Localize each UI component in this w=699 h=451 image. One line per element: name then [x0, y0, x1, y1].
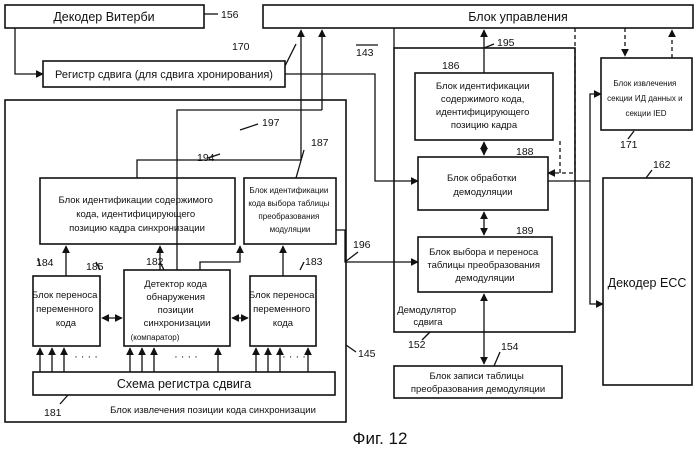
ref-188: 188 — [516, 146, 534, 158]
ref-186: 186 — [442, 60, 460, 72]
ref-156: 156 — [221, 9, 239, 21]
ref-171: 171 — [620, 139, 638, 151]
ref-181: 181 — [44, 407, 62, 419]
ref-189: 189 — [516, 225, 534, 237]
ref-143: 143 — [356, 47, 374, 59]
shift-register-timing-label: Регистр сдвига (для сдвига хронирования) — [55, 69, 273, 81]
figure-caption: Фиг. 12 — [353, 429, 408, 448]
comparator-sublabel: (компаратор) — [131, 333, 180, 342]
ref-185: 185 — [86, 261, 104, 273]
ref-170: 170 — [232, 41, 250, 53]
bus-dots-right: · · · · — [282, 351, 306, 363]
shift-register-circuit-label: Схема регистра сдвига — [117, 377, 251, 391]
ref-145: 145 — [358, 348, 376, 360]
bus-dots-middle: · · · · — [174, 351, 198, 363]
ref-184: 184 — [36, 257, 54, 269]
ref-194: 194 — [197, 152, 215, 164]
ref-162: 162 — [653, 159, 671, 171]
ecc-decoder-label: Декодер ECC — [608, 276, 687, 290]
ref-187: 187 — [311, 137, 329, 149]
extraction-block-caption: Блок извлечения позиции кода синхронизац… — [110, 405, 316, 416]
processing-to-id-extraction-arrow — [590, 94, 601, 181]
ref-183: 183 — [305, 256, 323, 268]
viterbi-decoder-label: Декодер Витерби — [53, 10, 154, 24]
frame-sync-id-block-label: Блок идентификации содержимого кода, иде… — [58, 195, 215, 234]
ref-152: 152 — [408, 339, 426, 351]
bus-dots-left: · · · · — [74, 351, 98, 363]
ref-196: 196 — [353, 239, 371, 251]
ref-182: 182 — [146, 256, 164, 268]
ref-195: 195 — [497, 37, 515, 49]
viterbi-to-shift-register-arrow — [15, 28, 43, 74]
control-block-label: Блок управления — [468, 10, 568, 24]
ref-197: 197 — [262, 117, 280, 129]
ref-154: 154 — [501, 341, 519, 353]
